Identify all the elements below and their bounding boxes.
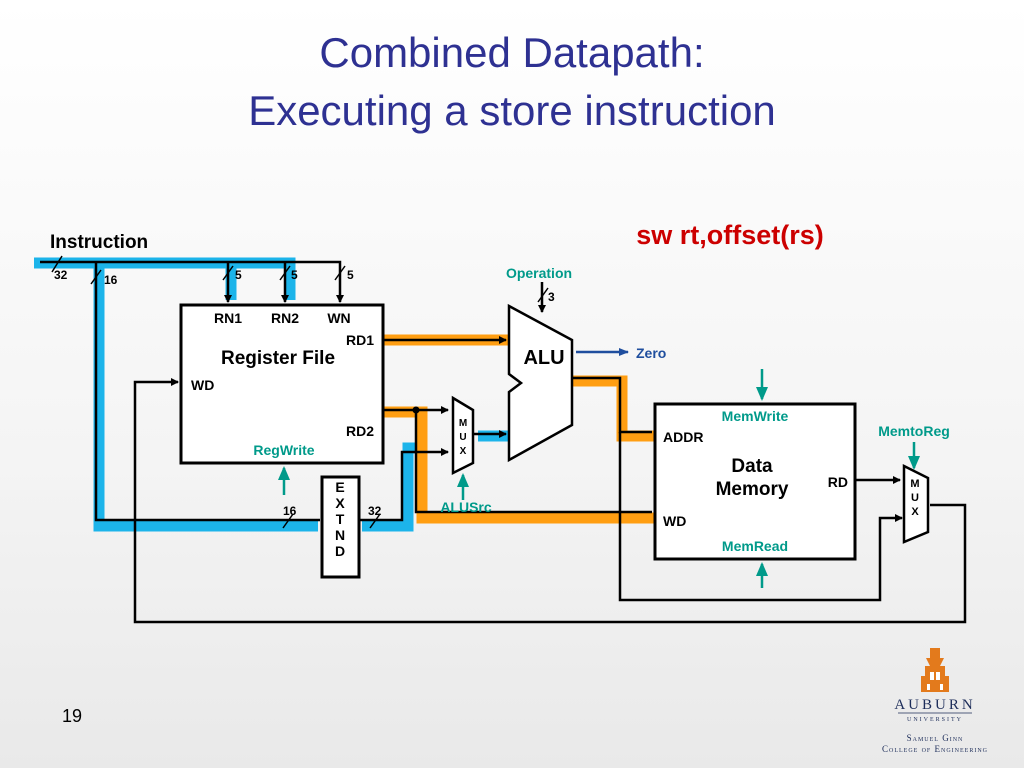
alu-unit: ALU xyxy=(507,303,574,463)
dm-rd-port: RD xyxy=(828,474,848,490)
bus-width-wn: 5 xyxy=(347,268,354,282)
bus-width-ext-in: 16 xyxy=(283,504,297,518)
bus-width-imm: 16 xyxy=(104,273,118,287)
register-file-title: Register File xyxy=(221,348,335,369)
bus-width-ext-out: 32 xyxy=(368,504,382,518)
logo-subtitle: UNIVERSITY xyxy=(907,717,963,723)
rf-rn2-port: RN2 xyxy=(271,310,299,326)
dm-wd-port: WD xyxy=(663,513,686,529)
zero-label: Zero xyxy=(636,345,666,361)
rf-wd-port: WD xyxy=(191,377,214,393)
extnd-letter: X xyxy=(335,495,345,511)
instruction-label: Instruction xyxy=(50,232,148,253)
bus-width-rn2: 5 xyxy=(291,268,298,282)
rf-rd1-port: RD1 xyxy=(346,332,374,348)
mux-letter: M xyxy=(910,478,919,490)
sign-extend-unit: E X T N D xyxy=(320,475,361,579)
slide-title-line2: Executing a store instruction xyxy=(248,87,776,134)
mux-letter: U xyxy=(459,432,466,443)
logo-college-1: Samuel Ginn xyxy=(907,733,964,743)
memtoreg-label: MemtoReg xyxy=(878,423,950,439)
memtoreg-mux: M U X xyxy=(902,463,930,544)
extnd-letter: N xyxy=(335,527,345,543)
auburn-tower-icon xyxy=(921,648,949,692)
regwrite-label: RegWrite xyxy=(253,442,314,458)
register-file: RN1 RN2 WN RD1 Register File WD RD2 RegW… xyxy=(179,303,385,465)
mux-letter: X xyxy=(460,446,467,457)
rf-rd2-port: RD2 xyxy=(346,423,374,439)
dm-addr-port: ADDR xyxy=(663,429,703,445)
wires xyxy=(40,255,967,624)
data-memory-title-2: Memory xyxy=(716,479,789,500)
bus-width-instr: 32 xyxy=(54,268,68,282)
alusrc-label: ALUSrc xyxy=(440,499,492,515)
extnd-letter: E xyxy=(335,479,344,495)
alu-operation-label: Operation xyxy=(506,265,572,281)
data-memory: MemWrite ADDR Data Memory RD WD MemRead xyxy=(653,402,857,561)
auburn-logo: AUBURN UNIVERSITY Samuel Ginn College of… xyxy=(868,646,1008,756)
extnd-letter: D xyxy=(335,543,345,559)
page-number: 19 xyxy=(62,706,83,726)
mux-letter: U xyxy=(911,492,919,504)
rf-rn1-port: RN1 xyxy=(214,310,242,326)
bus-width-alu-op: 3 xyxy=(548,290,555,304)
alu-label: ALU xyxy=(523,347,564,369)
logo-college-2: College of Engineering xyxy=(882,744,988,754)
mux-letter: X xyxy=(911,506,919,518)
data-memory-title-1: Data xyxy=(731,456,773,477)
rf-wn-port: WN xyxy=(327,310,350,326)
memwrite-label: MemWrite xyxy=(722,408,789,424)
alu-src-mux: M U X xyxy=(451,395,475,476)
bus-width-rn1: 5 xyxy=(235,268,242,282)
slide-title-line1: Combined Datapath: xyxy=(319,29,705,76)
mux-letter: M xyxy=(459,418,467,429)
logo-name: AUBURN xyxy=(894,697,975,713)
instruction-format: sw rt,offset(rs) xyxy=(636,220,824,250)
memread-label: MemRead xyxy=(722,538,788,554)
extnd-letter: T xyxy=(336,511,345,527)
